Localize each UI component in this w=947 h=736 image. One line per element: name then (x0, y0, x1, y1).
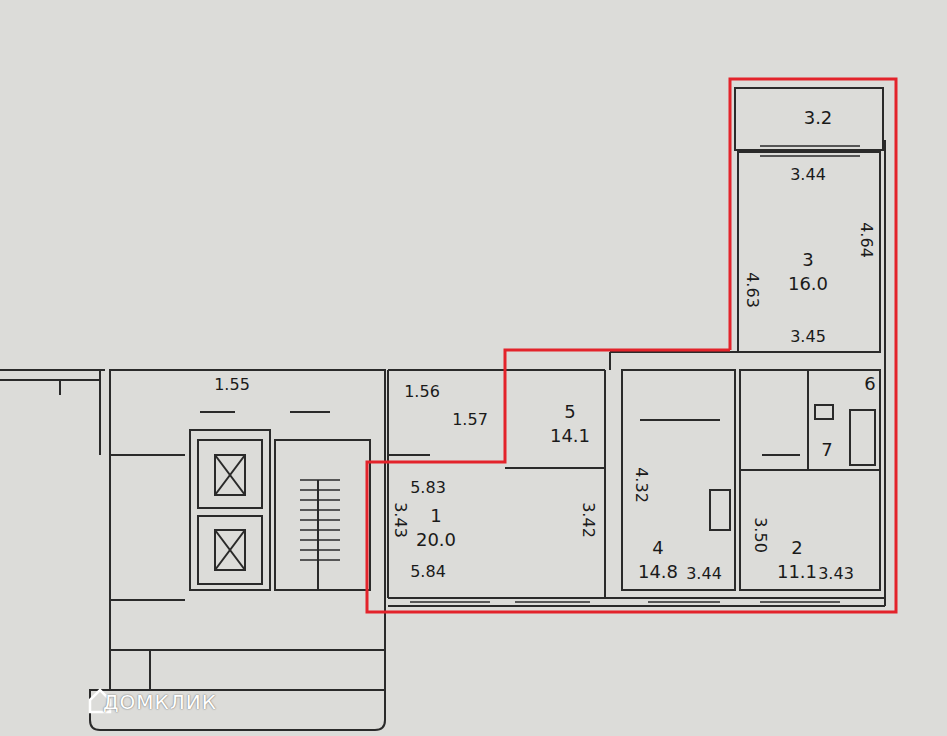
room-number: 5 (564, 400, 575, 424)
room-number: 1 (430, 504, 441, 528)
dimension: 4.64 (857, 222, 875, 258)
room: 6 (864, 372, 875, 396)
dimension: 3.43 (818, 565, 854, 583)
dimension: 3.45 (790, 328, 826, 346)
room-area: 14.1 (550, 424, 590, 448)
room-number: 7 (821, 438, 832, 462)
room: 414.8 (638, 536, 678, 584)
room-number: 3 (802, 248, 813, 272)
room-number: 3.2 (804, 106, 833, 130)
room: 120.0 (416, 504, 456, 552)
dimension: 3.50 (751, 517, 769, 553)
room-number: 6 (864, 372, 875, 396)
room: 514.1 (550, 400, 590, 448)
dimension: 4.63 (743, 272, 761, 308)
room: 3.2 (804, 106, 833, 130)
dimension: 5.84 (410, 563, 446, 581)
room-area: 20.0 (416, 528, 456, 552)
room: 316.0 (788, 248, 828, 296)
dimension: 3.42 (579, 502, 597, 538)
dimension: 1.57 (452, 411, 488, 429)
room-area: 16.0 (788, 272, 828, 296)
dimension: 1.55 (214, 376, 250, 394)
watermark: ДОМКЛИК (103, 693, 217, 711)
room-area: 11.1 (777, 560, 817, 584)
dimension: 5.83 (410, 479, 446, 497)
room: 211.1 (777, 536, 817, 584)
room: 7 (821, 438, 832, 462)
room-area: 14.8 (638, 560, 678, 584)
dimension: 3.44 (790, 166, 826, 184)
dimension: 3.44 (686, 565, 722, 583)
dimension: 3.43 (391, 502, 409, 538)
room-number: 2 (791, 536, 802, 560)
room-number: 4 (652, 536, 663, 560)
dimension: 4.32 (632, 467, 650, 503)
dimension: 1.56 (404, 383, 440, 401)
